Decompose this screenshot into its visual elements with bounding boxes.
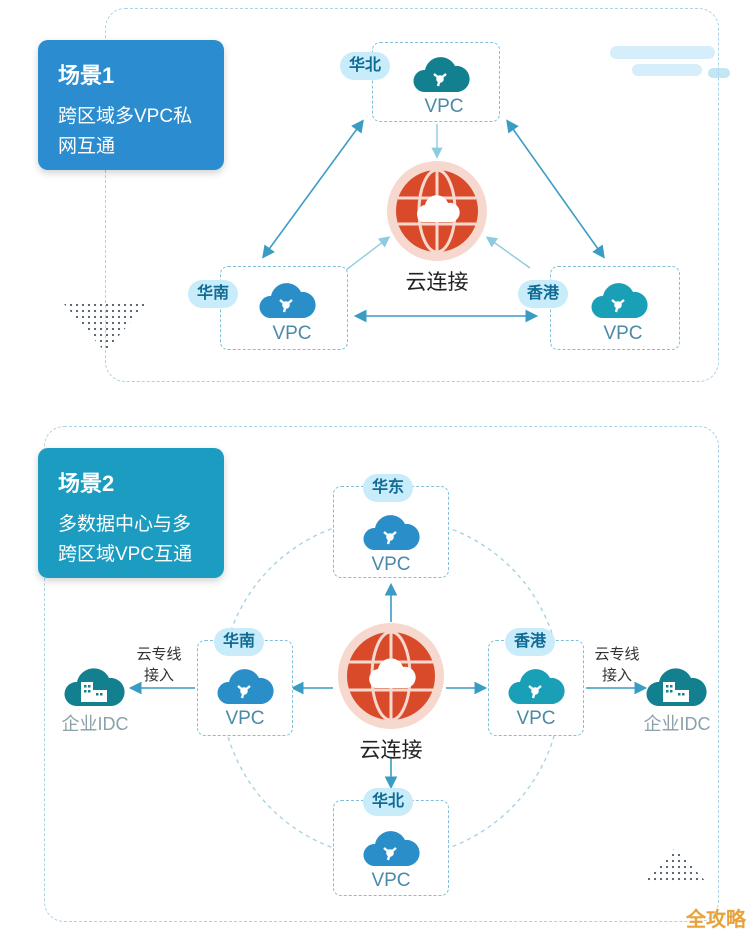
scene2-huanan-cloud-icon (217, 669, 274, 704)
scene1-huanan-cloud-icon (259, 283, 316, 318)
scene2-region-huadong: 华东 (363, 474, 414, 502)
scene2-hongkong-vpc: VPC (516, 708, 556, 729)
scene1-desc: 跨区域多VPC私 网互通 (58, 106, 193, 157)
scene2-huabei-cloud-icon (363, 831, 420, 866)
scene1-region-huanan: 华南 (188, 280, 239, 308)
scene2-huadong-cloud-icon (363, 515, 420, 550)
scene2-hongkong-cloud-icon (508, 669, 565, 704)
decor-dot-triangle (64, 304, 146, 352)
scene2-region-huabei: 华北 (363, 788, 414, 816)
scene2-desc: 多数据中心与多 跨区域VPC互通 (58, 514, 193, 565)
scene2-card: 场景2 多数据中心与多 跨区域VPC互通 (38, 448, 224, 578)
decor-dot-triangle-2 (642, 848, 708, 884)
idc-right-label: 企业IDC (643, 714, 711, 734)
scene1-frame (105, 8, 719, 382)
scene2-region-hongkong: 香港 (505, 628, 556, 656)
scene2-link-label-right: 云专线 接入 (594, 646, 640, 684)
scene1-huabei-cloud-icon (413, 57, 470, 92)
scene2-hub-globe-icon (338, 623, 444, 729)
watermark-text: 全攻略 (686, 909, 746, 931)
scene2-region-huanan: 华南 (214, 628, 265, 656)
scene2-link-label-left: 云专线 接入 (136, 646, 182, 684)
scene1-connections (262, 119, 605, 323)
scene1-hongkong-vpc: VPC (603, 323, 643, 344)
scene1-hub-globe-icon (387, 161, 487, 261)
idc-left-label: 企业IDC (61, 714, 129, 734)
scene1-title: 场景1 (58, 63, 115, 88)
scene2-huabei-vpc: VPC (371, 870, 411, 891)
scene2-frame (44, 426, 719, 922)
scene1-huabei-vpc: VPC (424, 96, 464, 117)
idc-right-building-cloud-icon (646, 668, 707, 706)
scene2-hub-label: 云连接 (359, 739, 423, 762)
scene1-node-huabei (372, 42, 500, 122)
scene1-region-hongkong: 香港 (518, 280, 569, 308)
scene1-huanan-vpc: VPC (272, 323, 312, 344)
scene2-title: 场景2 (58, 471, 115, 496)
scene2-huanan-vpc: VPC (225, 708, 265, 729)
scene1-hongkong-cloud-icon (591, 283, 648, 318)
idc-left-building-cloud-icon (64, 668, 125, 706)
decor-dashes (610, 46, 730, 78)
scene1-card: 场景1 跨区域多VPC私 网互通 (38, 40, 224, 170)
scene1-region-huabei: 华北 (340, 52, 391, 80)
scene1-hub-label: 云连接 (405, 271, 469, 294)
scene2-huadong-vpc: VPC (371, 554, 411, 575)
